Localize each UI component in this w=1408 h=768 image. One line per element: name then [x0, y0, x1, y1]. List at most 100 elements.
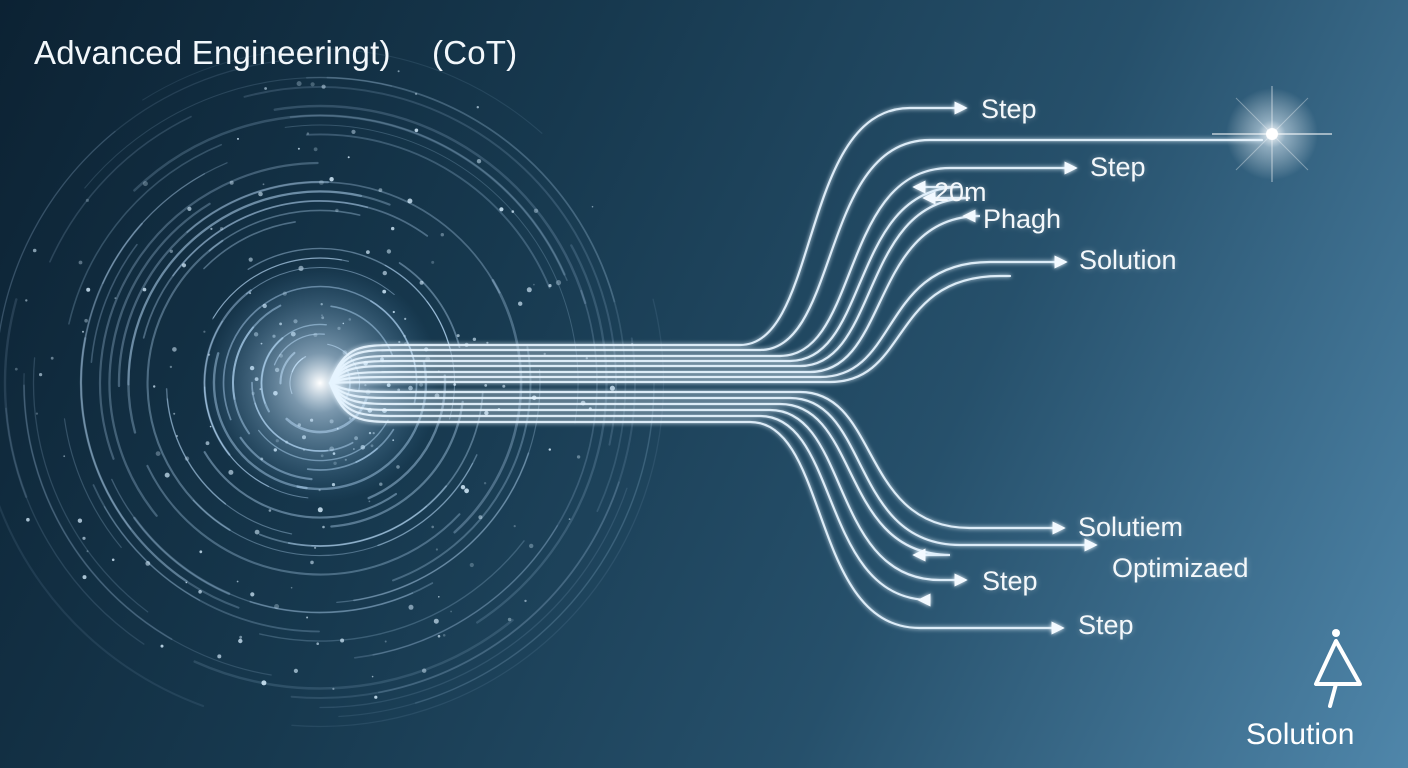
- particle-dot: [502, 384, 506, 388]
- particle-dot: [238, 638, 243, 644]
- particle-dot: [456, 334, 460, 338]
- particle-dot: [258, 191, 263, 197]
- flow-line: [328, 381, 931, 607]
- particle-dot: [205, 441, 210, 446]
- flow-line: [328, 381, 1065, 635]
- particle-dot: [335, 208, 339, 213]
- vortex-ring-arc: [258, 485, 448, 547]
- particle-dot: [483, 482, 487, 485]
- vortex-ring-arc: [212, 257, 343, 320]
- vortex-ring-arc: [117, 180, 329, 388]
- vortex-ring-arc: [127, 190, 391, 386]
- particle-dot: [548, 284, 552, 288]
- particle-dot: [274, 604, 280, 609]
- particle-dot: [185, 581, 188, 584]
- particle-dot: [229, 180, 234, 185]
- vortex-ring-arc: [3, 298, 28, 498]
- particle-dot: [609, 385, 616, 391]
- particle-dot: [378, 188, 383, 193]
- vortex-ring-arc: [68, 143, 222, 325]
- vortex-ring-arc: [146, 464, 461, 576]
- particle-dot: [321, 84, 326, 89]
- vortex-ring-arc: [287, 390, 484, 547]
- time-label: 20m: [934, 177, 987, 207]
- particle-dot: [431, 525, 435, 529]
- particle-dot: [296, 81, 302, 87]
- particle-dot: [397, 70, 400, 73]
- vortex-ring-arc: [23, 373, 272, 676]
- flow-line: [328, 209, 981, 385]
- particle-dot: [142, 287, 147, 292]
- particle-dot: [26, 517, 30, 522]
- vortex-ring-arc: [306, 76, 616, 303]
- particle-dot: [85, 198, 89, 202]
- step-label-lower: Step: [982, 566, 1038, 596]
- particle-dot: [160, 644, 164, 648]
- vortex-ring-arc: [203, 221, 296, 270]
- particle-dot: [555, 280, 562, 286]
- particle-dot: [175, 434, 179, 438]
- vortex-ring-arc: [111, 478, 414, 614]
- person-cone-icon: [1314, 629, 1362, 708]
- vortex-ring-arc: [284, 124, 579, 424]
- particle-dot: [422, 668, 427, 673]
- page-title: Advanced Engineeringt) (CoT): [34, 34, 517, 72]
- particle-dot: [293, 668, 298, 674]
- particle-dot: [86, 550, 89, 553]
- particle-dot: [32, 248, 37, 253]
- particle-dot: [239, 635, 243, 639]
- vortex-ring-arc: [108, 202, 211, 517]
- particle-dot: [187, 206, 192, 211]
- phase-label: Phagh: [983, 204, 1062, 234]
- vortex-ring-arc: [326, 76, 627, 512]
- particle-dot: [484, 384, 488, 387]
- flow-line: [328, 191, 971, 385]
- vortex-ring-arc: [80, 222, 240, 609]
- flow-line: [328, 161, 1078, 385]
- step-label-top: Step: [981, 94, 1037, 124]
- particle-dot: [310, 82, 315, 87]
- particle-dot: [332, 687, 335, 691]
- particle-dot: [533, 208, 539, 213]
- particle-dot: [524, 599, 527, 603]
- particle-dot: [585, 357, 588, 360]
- flow-line: [328, 274, 1012, 385]
- vortex-ring-arc: [90, 243, 138, 363]
- particle-dot: [371, 675, 374, 678]
- particle-dot: [63, 455, 66, 458]
- vortex-ring-arc: [0, 504, 205, 708]
- vortex-ring-arc: [98, 161, 319, 460]
- flow-line: [328, 180, 961, 385]
- particle-dot: [450, 610, 452, 613]
- particle-dot: [548, 448, 551, 451]
- particle-dot: [476, 106, 479, 109]
- particle-dot: [261, 680, 267, 686]
- particle-dot: [437, 634, 441, 638]
- particle-dot: [384, 640, 387, 643]
- particle-dot: [486, 341, 489, 344]
- particle-dot: [310, 560, 314, 565]
- flow-lines: [328, 101, 1264, 635]
- step-label-second: Step: [1090, 152, 1146, 182]
- particle-dot: [236, 580, 239, 583]
- vortex-ring-arc: [80, 162, 228, 530]
- vortex-ring-arc: [92, 484, 320, 633]
- particle-dot: [438, 596, 440, 598]
- particle-dot: [316, 642, 320, 645]
- particle-dot: [14, 367, 18, 371]
- particle-dot: [290, 586, 293, 589]
- particle-dot: [169, 249, 173, 253]
- vortex-ring-arc: [378, 481, 620, 694]
- particle-dot: [453, 383, 457, 386]
- vortex-ring-arc: [103, 506, 201, 601]
- vortex-ring-arc: [146, 239, 231, 531]
- vortex-ring-arc: [0, 130, 116, 334]
- particle-dot: [114, 297, 117, 300]
- particle-dot: [210, 227, 213, 230]
- particle-dot: [529, 543, 534, 549]
- particle-dot: [250, 592, 255, 597]
- light-flare-icon: [1212, 86, 1332, 182]
- particle-dot: [142, 181, 148, 187]
- flow-line: [328, 255, 1068, 385]
- particle-dot: [153, 385, 156, 388]
